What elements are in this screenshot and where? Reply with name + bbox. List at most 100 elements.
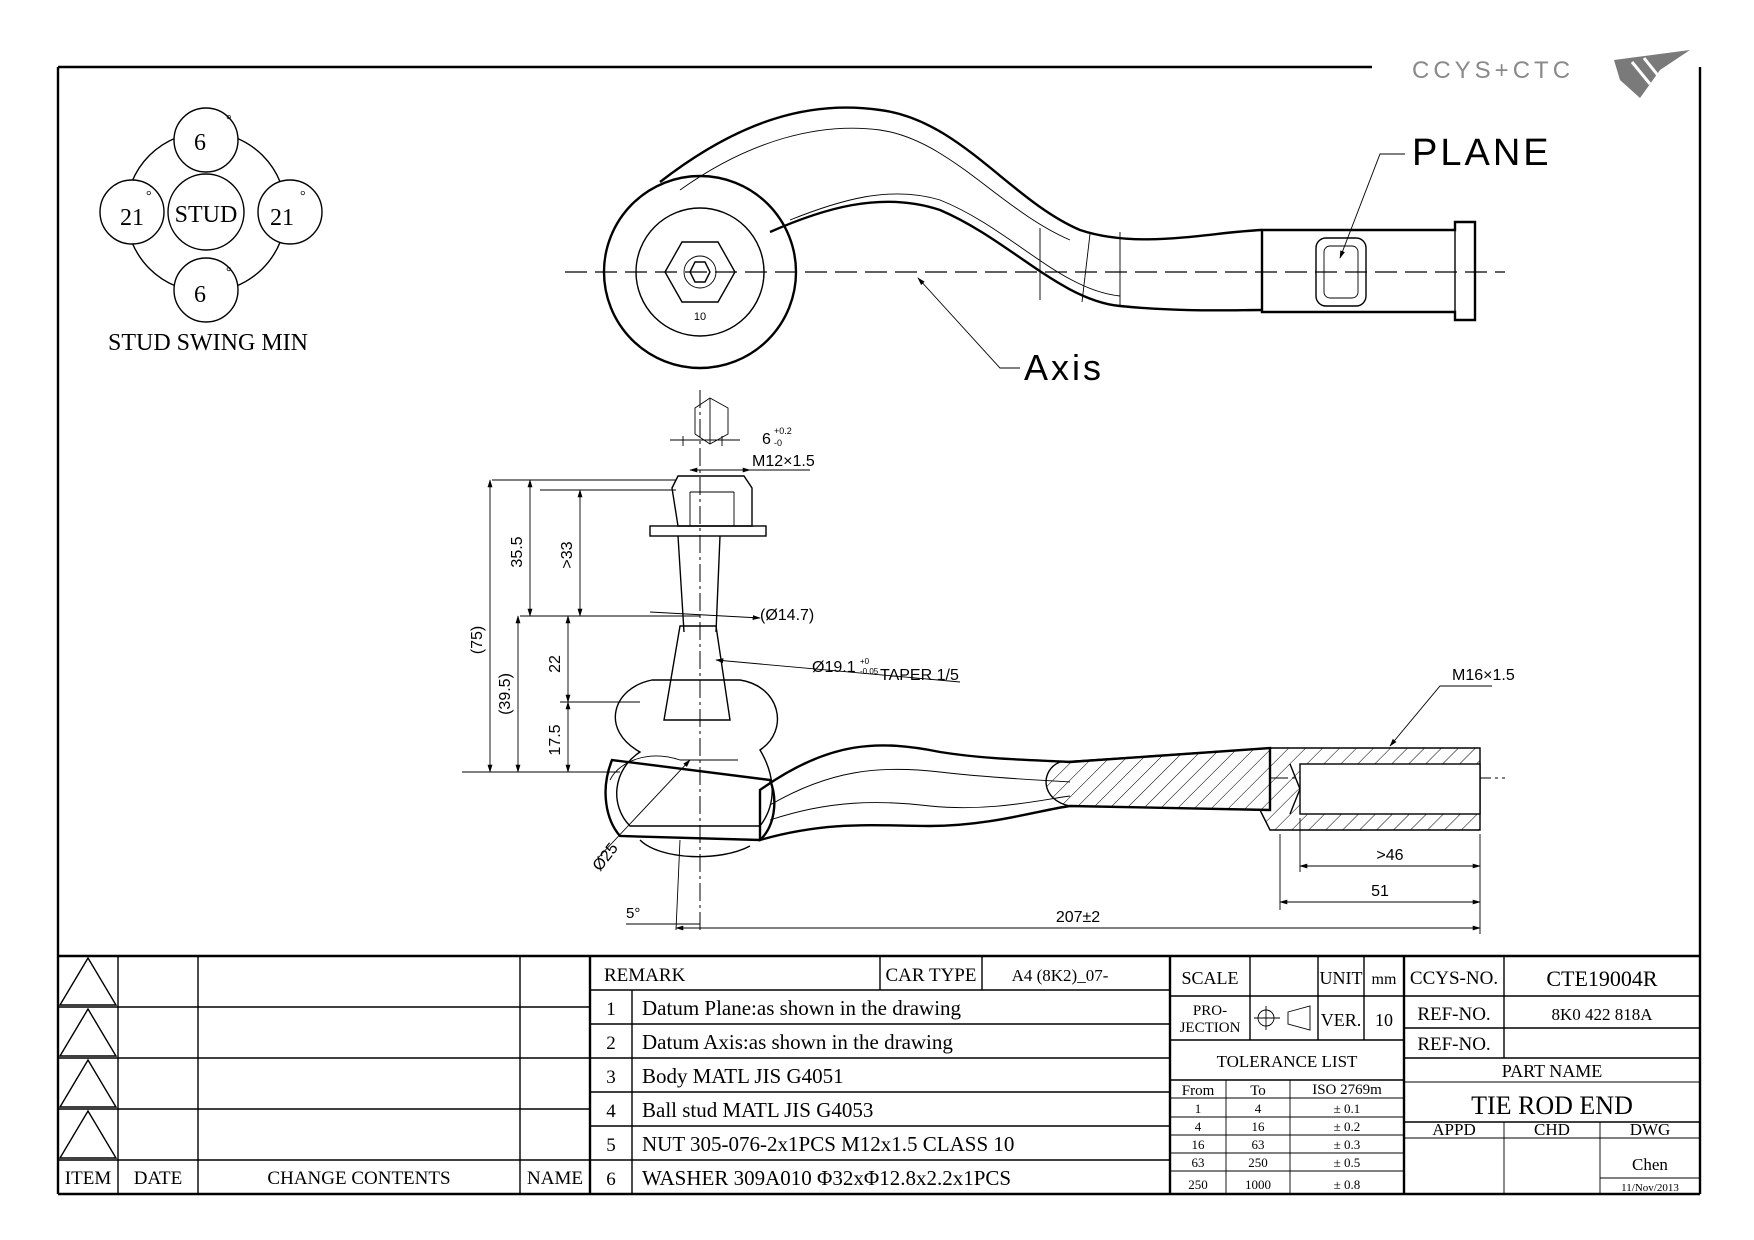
car-type-value: A4 (8K2)_07- <box>1012 966 1109 985</box>
svg-text:63: 63 <box>1192 1155 1205 1170</box>
svg-text:6: 6 <box>606 1169 616 1190</box>
ver-label: VER. <box>1321 1010 1362 1030</box>
remark-item: WASHER 309A010 Φ32xΦ12.8x2.2x1PCS <box>642 1166 1011 1190</box>
rev-header-date: DATE <box>134 1168 183 1189</box>
svg-text:± 0.2: ± 0.2 <box>1334 1119 1361 1134</box>
svg-text:°: ° <box>300 189 306 204</box>
svg-text:± 0.5: ± 0.5 <box>1334 1155 1361 1170</box>
dim-m16: M16×1.5 <box>1452 667 1515 684</box>
svg-text:°: ° <box>226 265 232 280</box>
unit-label: UNIT <box>1320 968 1363 988</box>
ver-value: 10 <box>1375 1010 1393 1030</box>
svg-text:JECTION: JECTION <box>1180 1020 1241 1036</box>
part-name-label: PART NAME <box>1502 1061 1602 1081</box>
svg-text:1: 1 <box>1195 1101 1202 1116</box>
remarks-block: REMARK CAR TYPE A4 (8K2)_07- 1 Datum Pla… <box>590 956 1172 1194</box>
svg-text:PRO-: PRO- <box>1193 1003 1227 1019</box>
svg-text:CCYS+CTC: CCYS+CTC <box>1412 57 1574 84</box>
ccys-no-label: CCYS-NO. <box>1410 968 1498 989</box>
ref-no-label-1: REF-NO. <box>1417 1004 1490 1025</box>
svg-text:3: 3 <box>606 1067 616 1088</box>
appd-label: APPD <box>1432 1120 1475 1139</box>
ref-no-label-2: REF-NO. <box>1417 1034 1490 1055</box>
swing-left-value: 21 <box>120 205 144 231</box>
swing-top-value: 6 <box>194 130 206 156</box>
car-type-label: CAR TYPE <box>886 965 977 986</box>
svg-text:4: 4 <box>606 1101 616 1122</box>
drawer-name: Chen <box>1632 1155 1668 1174</box>
part-name-value: TIE ROD END <box>1471 1091 1633 1120</box>
dim-35-5: 35.5 <box>509 536 526 567</box>
remark-item: Datum Axis:as shown in the drawing <box>642 1030 953 1054</box>
svg-text:63: 63 <box>1252 1137 1265 1152</box>
dim-hex: 6 <box>762 431 771 448</box>
top-view: 10 PLANE Axis <box>565 106 1552 388</box>
svg-text:1000: 1000 <box>1245 1177 1271 1192</box>
svg-text:250: 250 <box>1188 1177 1208 1192</box>
svg-text:16: 16 <box>1192 1137 1206 1152</box>
dim-taper-dia: Ø19.1 <box>812 659 856 676</box>
hex-mark: 10 <box>694 311 706 323</box>
swing-center-label: STUD <box>175 202 238 228</box>
ref-no-value-1: 8K0 422 818A <box>1551 1005 1653 1024</box>
dim-207: 207±2 <box>1056 909 1100 926</box>
scale-label: SCALE <box>1181 968 1238 988</box>
dim-dia-14-7: (Ø14.7) <box>760 607 814 624</box>
svg-text:°: ° <box>226 113 232 128</box>
plane-label: PLANE <box>1412 132 1552 174</box>
svg-text:-0.05: -0.05 <box>860 667 879 676</box>
company-logo: CCYS+CTC <box>1412 50 1690 98</box>
svg-text:± 0.1: ± 0.1 <box>1334 1101 1361 1116</box>
svg-text:4: 4 <box>1195 1119 1202 1134</box>
rev-header-name: NAME <box>527 1168 583 1189</box>
svg-text:From: From <box>1182 1083 1215 1099</box>
dim-angle: 5° <box>626 905 640 922</box>
dwg-label: DWG <box>1630 1120 1671 1139</box>
dim-taper-text: TAPER 1/5 <box>880 667 959 684</box>
axis-label: Axis <box>1024 347 1104 388</box>
revision-block: ITEM DATE CHANGE CONTENTS NAME <box>58 954 1700 1194</box>
unit-value: mm <box>1372 971 1397 988</box>
title-block: CCYS-NO. CTE19004R REF-NO. 8K0 422 818A … <box>1404 956 1700 1194</box>
swing-title: STUD SWING MIN <box>108 330 308 356</box>
remark-item: Ball stud MATL JIS G4053 <box>642 1098 873 1122</box>
dim-33: >33 <box>559 541 576 568</box>
spec-block: SCALE UNIT mm PRO- JECTION VER. 10 TOLER… <box>1170 956 1406 1194</box>
svg-text:1: 1 <box>606 999 616 1020</box>
svg-text:To: To <box>1250 1083 1266 1099</box>
swing-bottom-value: 6 <box>194 282 206 308</box>
remark-item: Datum Plane:as shown in the drawing <box>642 996 962 1020</box>
svg-text:°: ° <box>146 189 152 204</box>
svg-text:-0: -0 <box>774 438 782 448</box>
section-view: 6 +0.2 -0 M12×1.5 (75) 35.5 >33 (39.5) 2… <box>462 390 1515 934</box>
svg-text:2: 2 <box>606 1033 616 1054</box>
remark-header: REMARK <box>604 965 686 986</box>
projection-symbol-icon <box>1254 1005 1311 1031</box>
svg-text:5: 5 <box>606 1135 616 1156</box>
svg-text:± 0.8: ± 0.8 <box>1334 1177 1361 1192</box>
svg-text:+0: +0 <box>860 657 870 666</box>
ccys-no-value: CTE19004R <box>1546 966 1658 991</box>
dim-dia-25: Ø25 <box>590 840 622 874</box>
dim-39-5: (39.5) <box>497 673 514 715</box>
dim-51: 51 <box>1371 883 1389 900</box>
drawing-frame <box>56 65 1702 1196</box>
remark-item: NUT 305-076-2x1PCS M12x1.5 CLASS 10 <box>642 1132 1014 1156</box>
svg-text:ISO 2769m: ISO 2769m <box>1312 1082 1382 1098</box>
svg-text:± 0.3: ± 0.3 <box>1334 1137 1361 1152</box>
svg-text:16: 16 <box>1252 1119 1266 1134</box>
stud-swing-diagram: STUD 6 ° 6 ° 21 ° 21 ° STUD SWING MIN <box>99 107 323 356</box>
dim-22: 22 <box>547 655 564 673</box>
dim-75: (75) <box>469 626 486 654</box>
svg-text:4: 4 <box>1255 1101 1262 1116</box>
drawing-date: 11/Nov/2013 <box>1621 1182 1679 1194</box>
tolerance-title: TOLERANCE LIST <box>1217 1052 1358 1071</box>
svg-text:+0.2: +0.2 <box>774 426 792 436</box>
remark-item: Body MATL JIS G4051 <box>642 1064 844 1088</box>
dim-46: >46 <box>1376 847 1403 864</box>
swing-right-value: 21 <box>270 205 294 231</box>
dim-thread: M12×1.5 <box>752 453 815 470</box>
chd-label: CHD <box>1534 1120 1570 1139</box>
rev-header-contents: CHANGE CONTENTS <box>267 1168 450 1189</box>
